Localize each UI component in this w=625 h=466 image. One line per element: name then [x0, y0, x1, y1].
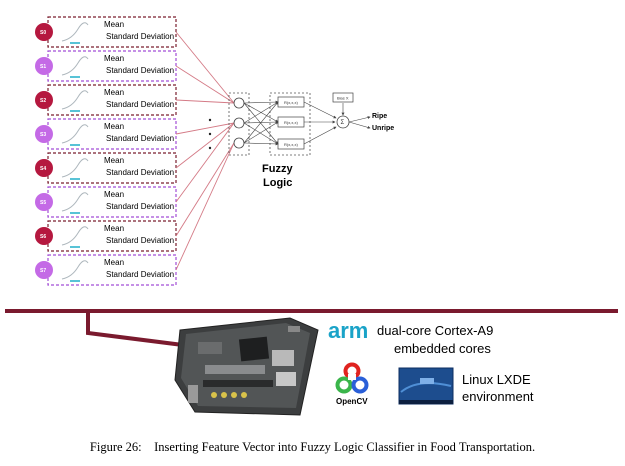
- connector-line: [175, 142, 235, 237]
- signal-marker: [70, 246, 80, 248]
- signal-curve-icon: [61, 192, 89, 212]
- sensor-badge: [35, 227, 53, 245]
- sensor-id: S1: [40, 64, 46, 70]
- sensor-badge: [35, 125, 53, 143]
- fuzzy-label-line2: Logic: [263, 177, 292, 189]
- signal-marker: [70, 144, 80, 146]
- rule-layer-box: [269, 92, 311, 156]
- sensor-id: S2: [40, 98, 46, 104]
- arm-core-line1: dual-core Cortex-A9: [377, 323, 493, 338]
- sum-node: [336, 115, 350, 129]
- sensor-badge: [35, 57, 53, 75]
- signal-marker: [70, 110, 80, 112]
- connector-line: [175, 122, 235, 203]
- connector-line: [175, 122, 235, 135]
- rule-label: R(x,x,x): [284, 142, 298, 147]
- signal-curve-icon: [61, 124, 89, 144]
- signal-marker: [70, 178, 80, 180]
- sensor-id: S7: [40, 268, 46, 274]
- sensor-mean-label: Mean: [104, 88, 124, 97]
- signal-curve-icon: [61, 226, 89, 246]
- sensor-sd-label: Standard Deviation: [106, 270, 174, 279]
- sensor-sd-label: Standard Deviation: [106, 32, 174, 41]
- lxde-screenshot-icon: [398, 367, 454, 405]
- sensor-mean-label: Mean: [104, 224, 124, 233]
- sensor-sd-label: Standard Deviation: [106, 66, 174, 75]
- ellipsis-dot: [208, 146, 212, 150]
- fpga-board: [174, 317, 319, 416]
- sensor-badge: [35, 23, 53, 41]
- signal-marker: [70, 42, 80, 44]
- sensor-sd-label: Standard Deviation: [106, 202, 174, 211]
- connector-line: [175, 65, 235, 104]
- opencv-label: OpenCV: [336, 397, 368, 406]
- signal-curve-icon: [61, 22, 89, 42]
- connector-line: [175, 31, 235, 104]
- signal-marker: [70, 280, 80, 282]
- sensor-mean-label: Mean: [104, 54, 124, 63]
- signal-marker: [70, 76, 80, 78]
- bias-label: Bias X: [337, 96, 349, 101]
- signal-curve-icon: [61, 56, 89, 76]
- bias-node: [332, 92, 354, 103]
- input-node: [233, 117, 245, 129]
- fuzzy-label-line1: Fuzzy: [262, 163, 293, 175]
- sensor-mean-label: Mean: [104, 156, 124, 165]
- input-node: [233, 97, 245, 109]
- input-layer-box: [228, 92, 250, 156]
- sensor-mean-label: Mean: [104, 190, 124, 199]
- sensor-sd-label: Standard Deviation: [106, 134, 174, 143]
- sensor-sd-label: Standard Deviation: [106, 236, 174, 245]
- sensor-badge: [35, 193, 53, 211]
- sum-symbol: Σ: [341, 120, 345, 126]
- arm-core-line2: embedded cores: [394, 341, 491, 356]
- sensor-mean-label: Mean: [104, 258, 124, 267]
- signal-marker: [70, 212, 80, 214]
- sensor-sd-label: Standard Deviation: [106, 100, 174, 109]
- connector-line: [175, 142, 235, 271]
- sensor-badge: [35, 159, 53, 177]
- sensor-mean-label: Mean: [104, 122, 124, 131]
- connector-line: [175, 99, 235, 104]
- sensor-badge: [35, 91, 53, 109]
- output-ripe: Ripe: [372, 113, 387, 120]
- sensor-id: S6: [40, 234, 46, 240]
- sensor-sd-label: Standard Deviation: [106, 168, 174, 177]
- linux-label-line2: environment: [462, 389, 534, 404]
- fuzzy-network: R(x,x,x) R(x,x,x) R(x,x,x) Bias X: [208, 92, 394, 189]
- sensor-id: S5: [40, 200, 46, 206]
- sensor-id: S3: [40, 132, 46, 138]
- sensor-badge: [35, 261, 53, 279]
- connector-line: [175, 122, 235, 169]
- ellipsis-dot: [208, 118, 212, 122]
- opencv-logo-icon: [335, 362, 369, 394]
- arm-logo: arm: [328, 318, 368, 343]
- sensor-id: S0: [40, 30, 46, 36]
- ellipsis-dot: [208, 132, 212, 136]
- output-unripe: Unripe: [372, 125, 394, 132]
- rule-label: R(x,x,x): [284, 120, 298, 125]
- signal-curve-icon: [61, 90, 89, 110]
- input-node: [233, 137, 245, 149]
- connector-lines: [175, 31, 235, 271]
- signal-curve-icon: [61, 260, 89, 280]
- sensor-id: S4: [40, 166, 46, 172]
- signal-curve-icon: [61, 158, 89, 178]
- sensor-mean-label: Mean: [104, 20, 124, 29]
- rule-label: R(x,x,x): [284, 100, 298, 105]
- figure-caption: Figure 26: Inserting Feature Vector into…: [89, 440, 536, 454]
- linux-label-line1: Linux LXDE: [462, 372, 531, 387]
